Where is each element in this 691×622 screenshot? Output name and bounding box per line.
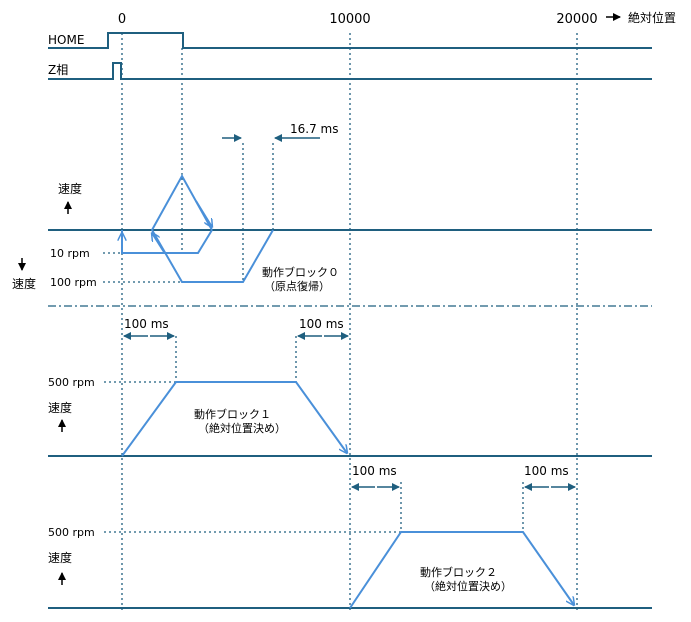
block2-decel-time: 100 ms: [524, 464, 569, 478]
tick-0: 0: [118, 12, 126, 27]
block2-accel-time: 100 ms: [352, 464, 397, 478]
block1-profile: [121, 381, 347, 457]
home-label: HOME: [48, 33, 84, 47]
time-16ms-label: 16.7 ms: [290, 122, 338, 136]
block1-name: 動作ブロック１: [194, 407, 271, 421]
home-signal-line: [48, 32, 652, 49]
vertical-guides: [121, 33, 578, 610]
z-phase-label: Z相: [48, 63, 68, 77]
rpm-10-label: 10 rpm: [50, 247, 90, 260]
homing-speed-label-down: 速度: [12, 276, 36, 291]
homing-main-path: [150, 173, 274, 283]
position-axis-label: 絶対位置: [628, 10, 676, 25]
block1-speed-label: 速度: [48, 400, 72, 415]
block1-decel-time: 100 ms: [299, 317, 344, 331]
block1-accel-time: 100 ms: [124, 317, 169, 331]
block2-profile: [349, 531, 574, 609]
homing-reverse-arrow-icon: [195, 200, 212, 227]
block1-rpm-label: 500 rpm: [48, 376, 95, 389]
block2-name: 動作ブロック２: [420, 565, 497, 579]
tick-10000: 10000: [329, 12, 370, 27]
z-phase-signal-line: [48, 62, 652, 80]
block2-speed-label: 速度: [48, 550, 72, 565]
homing-profile: [121, 173, 274, 283]
homing-return-arrow-icon: [152, 233, 165, 253]
tick-20000: 20000: [556, 12, 597, 27]
block0-name: 動作ブロック０: [262, 265, 339, 279]
homing-speed-label-up: 速度: [58, 181, 82, 196]
block2-rpm-label: 500 rpm: [48, 526, 95, 539]
homing-creep-path: [121, 229, 213, 254]
rpm-100-label: 100 rpm: [50, 276, 97, 289]
block0-note: （原点復帰）: [264, 280, 330, 293]
block1-note: （絶対位置決め）: [198, 421, 286, 435]
block2-note: （絶対位置決め）: [424, 579, 512, 593]
